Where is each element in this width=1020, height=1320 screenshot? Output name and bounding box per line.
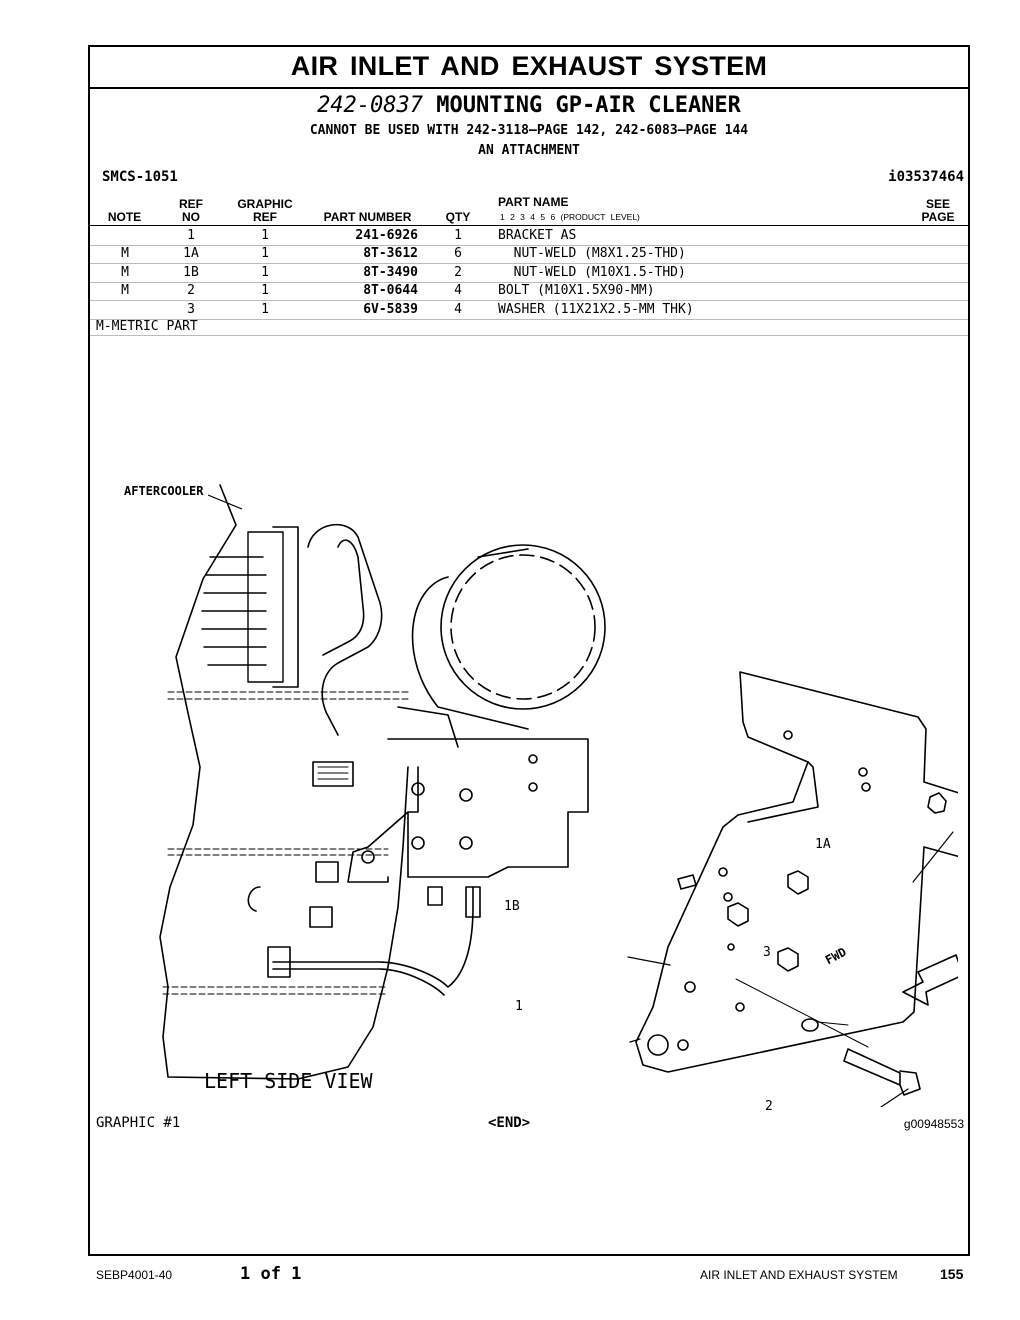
graphic-label: GRAPHIC #1: [96, 1115, 181, 1131]
cell-gref: 1: [261, 283, 269, 299]
cell-qty: 4: [454, 301, 462, 317]
table-row: 3 1 6V-5839 4 WASHER (11X21X2.5-MM THK): [90, 301, 968, 320]
page-title: AIR INLET AND EXHAUST SYSTEM: [290, 51, 768, 81]
cell-part: 8T-3612: [363, 246, 418, 262]
header-ref-top: REF: [179, 197, 203, 211]
cell-name: NUT-WELD (M8X1.25-THD): [498, 246, 686, 262]
bolt: [843, 1048, 921, 1096]
exploded-view-graphic: [159, 484, 958, 1107]
cell-note: M: [121, 246, 129, 262]
washer: [801, 1018, 819, 1032]
cell-name: BOLT (M10X1.5X90-MM): [498, 283, 655, 299]
cell-note: M: [121, 264, 129, 280]
metric-note: M-METRIC PART: [96, 319, 198, 334]
callout-3: 3: [763, 945, 771, 960]
title-divider: [90, 87, 968, 89]
cell-gref: 1: [261, 228, 269, 243]
header-part-number: PART NUMBER: [323, 210, 412, 224]
footer-page-of: 1 of 1: [240, 1264, 302, 1284]
cell-ref: 1: [187, 228, 195, 243]
group-title: 242-0837 MOUNTING GP-AIR CLEANER: [90, 93, 968, 118]
cell-part: 8T-0644: [363, 283, 418, 299]
cell-ref: 1A: [183, 246, 199, 262]
header-see-page: SEE PAGE: [910, 198, 966, 224]
usage-note: CANNOT BE USED WITH 242-3118—PAGE 142, 2…: [309, 123, 749, 138]
end-marker: <END>: [488, 1115, 531, 1131]
cell-qty: 4: [454, 283, 462, 299]
table-row: M 2 1 8T-0644 4 BOLT (M10X1.5X90-MM): [90, 282, 968, 302]
fuel-line: [272, 886, 474, 996]
cell-ref: 3: [187, 301, 195, 317]
engine-bracket: [347, 738, 589, 883]
fwd-arrow: [902, 954, 958, 1006]
header-see-bottom: PAGE: [921, 210, 955, 224]
cell-gref: 1: [261, 246, 269, 262]
header-part-name: PART NAME: [498, 195, 569, 209]
aftercooler-leader: [208, 494, 243, 510]
bracket-assembly: [635, 671, 958, 1073]
smcs-code: SMCS-1051: [102, 169, 178, 185]
cell-note: M: [121, 283, 129, 299]
footer-doc-number: SEBP4001-40: [96, 1268, 173, 1282]
table-row: M 1B 1 8T-3490 2 NUT-WELD (M10X1.5-THD): [90, 264, 968, 283]
callout-aftercooler: AFTERCOOLER: [124, 484, 204, 498]
footer-section: AIR INLET AND EXHAUST SYSTEM: [700, 1268, 898, 1282]
header-see-top: SEE: [925, 197, 950, 211]
page-frame: AIR INLET AND EXHAUST SYSTEM 242-0837 MO…: [88, 45, 970, 1256]
metric-rule: [90, 335, 968, 336]
attachment-note: AN ATTACHMENT: [478, 143, 580, 158]
cell-name: BRACKET AS: [498, 228, 577, 243]
callout-1b: 1B: [504, 899, 520, 914]
aftercooler-fins: [201, 531, 284, 683]
view-caption: LEFT SIDE VIEW: [204, 1069, 373, 1093]
cell-part: 8T-3490: [363, 264, 418, 280]
cell-ref: 1B: [183, 264, 199, 280]
header-note: NOTE: [107, 210, 142, 224]
weld-nuts: [677, 792, 947, 972]
cell-gref: 1: [261, 264, 269, 280]
header-ref: REF NO: [170, 198, 212, 224]
callout-2: 2: [765, 1099, 773, 1114]
cell-ref: 2: [187, 283, 195, 299]
cell-part: 241-6926: [355, 228, 418, 243]
header-graphic-bottom: REF: [253, 210, 277, 224]
header-graphic-top: GRAPHIC: [237, 197, 293, 211]
header-qty: QTY: [445, 210, 471, 224]
cell-part: 6V-5839: [363, 301, 418, 317]
callout-1a: 1A: [815, 837, 831, 852]
cell-name: NUT-WELD (M10X1.5-THD): [498, 264, 686, 280]
group-part-number: 242-0837: [317, 93, 424, 118]
cell-gref: 1: [261, 301, 269, 317]
header-graphic-ref: GRAPHIC REF: [230, 198, 300, 224]
group-name: MOUNTING GP-AIR CLEANER: [436, 93, 741, 118]
cell-qty: 6: [454, 246, 462, 262]
cell-qty: 1: [454, 228, 462, 243]
header-ref-bottom: NO: [182, 210, 200, 224]
callout-1: 1: [515, 999, 523, 1014]
cell-qty: 2: [454, 264, 462, 280]
ecm-connector: [312, 761, 354, 787]
document-id: i03537464: [888, 169, 964, 185]
air-cleaner-housing: [440, 544, 606, 710]
header-product-level: 1 2 3 4 5 6 (PRODUCT LEVEL): [500, 212, 640, 222]
graphic-id: g00948553: [903, 1117, 964, 1131]
intake-hose: [307, 523, 383, 736]
table-row: M 1A 1 8T-3612 6 NUT-WELD (M8X1.25-THD): [90, 245, 968, 265]
footer-page-number: 155: [940, 1266, 964, 1282]
table-row: 1 1 241-6926 1 BRACKET AS: [90, 227, 968, 246]
cell-name: WASHER (11X21X2.5-MM THK): [498, 301, 694, 317]
table-header-rule: [90, 225, 968, 226]
